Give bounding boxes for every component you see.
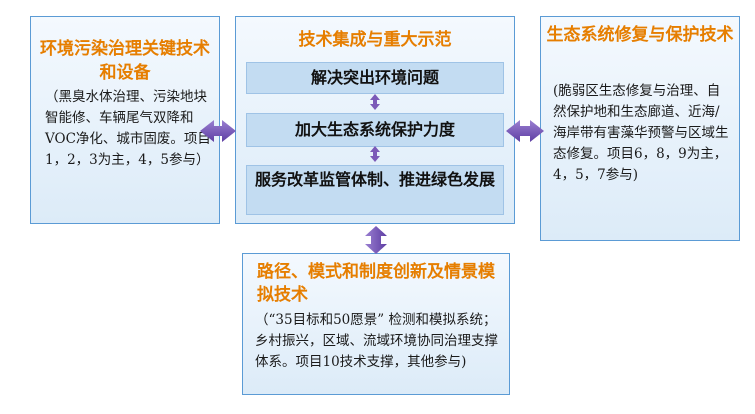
center-item-3: 服务改革监管体制、推进绿色发展 <box>246 165 504 215</box>
inner-double-arrow-icon-2 <box>370 146 380 162</box>
left-box: 环境污染治理关键技术和设备 （黑臭水体治理、污染地块智能修、车辆尾气双降和VOC… <box>30 16 220 224</box>
right-box-title: 生态系统修复与保护技术 <box>546 25 734 45</box>
right-box: 生态系统修复与保护技术 (脆弱区生态修复与治理、自然保护地和生态廊道、近海/海岸… <box>540 16 740 241</box>
inner-double-arrow-icon-1 <box>370 94 380 110</box>
center-item-1: 解决突出环境问题 <box>246 62 504 94</box>
right-double-arrow-icon <box>506 120 544 142</box>
bottom-box-title: 路径、模式和制度创新及情景模拟技术 <box>257 262 495 305</box>
right-box-text: (脆弱区生态修复与治理、自然保护地和生态廊道、近海/海岸带有害藻华预警与区域生态… <box>553 83 729 183</box>
left-double-arrow-icon <box>200 120 236 142</box>
center-box: 技术集成与重大示范 解决突出环境问题 加大生态系统保护力度 服务改革监管体制、推… <box>235 16 515 224</box>
center-box-title: 技术集成与重大示范 <box>298 30 452 50</box>
left-box-text: （黑臭水体治理、污染地块智能修、车辆尾气双降和VOC净化、城市固废。项目1，2，… <box>45 89 211 168</box>
bottom-box-text: （“35目标和50愿景” 检测和模拟系统；乡村振兴，区域、流域环境协同治理支撑体… <box>255 312 498 370</box>
bottom-box: 路径、模式和制度创新及情景模拟技术 （“35目标和50愿景” 检测和模拟系统；乡… <box>242 253 510 395</box>
bottom-double-arrow-icon <box>365 226 387 254</box>
left-box-title: 环境污染治理关键技术和设备 <box>40 39 210 83</box>
